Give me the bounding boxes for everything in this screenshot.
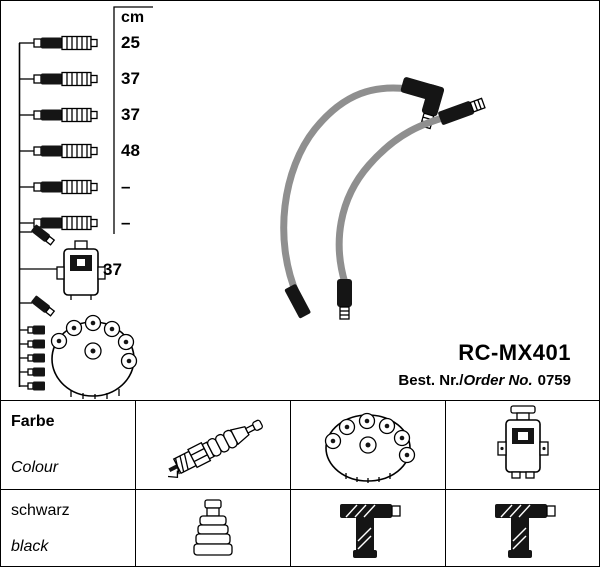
cable-length-4: 48	[121, 141, 140, 160]
ignition-wire-left	[280, 77, 445, 319]
color-value-cell: schwarz black	[1, 489, 135, 566]
distributor-cap-icon	[324, 412, 416, 483]
elbow-lead-bottom	[19, 295, 56, 317]
distributor-stub-2	[19, 339, 45, 349]
spec-table: Farbe Colour	[1, 400, 599, 566]
elbow-boot-cell-1	[290, 489, 445, 566]
order-label-en: Order No.	[463, 372, 533, 389]
cable-row-5	[19, 179, 98, 195]
elbow-boot-icon	[340, 504, 401, 558]
cable-length-schematic	[18, 6, 486, 399]
order-number: 0759	[537, 372, 571, 389]
coil-cable-length: 37	[103, 260, 122, 279]
cable-row-1	[19, 35, 98, 51]
color-label-de: Farbe	[11, 413, 55, 430]
cable-row-3	[19, 107, 98, 123]
spark-plug-cell	[135, 401, 290, 489]
elbow-boot-cell-2	[445, 489, 599, 566]
ignition-wire-right	[335, 97, 486, 320]
straight-boot-wire-right	[438, 97, 486, 125]
color-value-de: schwarz	[11, 502, 70, 519]
ignition-coil-schematic	[19, 240, 106, 300]
cable-row-4	[19, 143, 98, 159]
ignition-coil-cell	[445, 401, 599, 489]
distributor-stub-3	[19, 353, 45, 363]
distributor-stub-5	[19, 381, 45, 391]
product-code: RC-MX401	[458, 340, 571, 365]
order-number-line: Best. Nr./Order No.0759	[398, 372, 571, 389]
cable-row-6	[19, 215, 98, 231]
color-label-en: Colour	[11, 459, 59, 476]
cable-length-5: –	[121, 177, 131, 196]
spark-plug-icon	[167, 419, 263, 479]
distributor-stub-1	[19, 325, 45, 335]
color-label-cell: Farbe Colour	[1, 401, 135, 489]
cm-column-bracket	[113, 6, 153, 234]
cable-length-3: 37	[121, 105, 140, 124]
elbow-lead-top	[19, 224, 56, 246]
plug-boot-cell	[135, 489, 290, 566]
ignition-coil-icon	[496, 405, 549, 479]
plug-boot-icon	[193, 499, 233, 556]
color-value-en: black	[11, 538, 49, 555]
distributor-cap-cell	[290, 401, 445, 489]
cable-length-2: 37	[121, 69, 140, 88]
distributor-stub-4	[19, 367, 45, 377]
cable-length-1: 25	[121, 33, 140, 52]
cable-length-6: –	[121, 213, 131, 232]
elbow-boot-icon	[494, 504, 556, 558]
unit-header: cm	[121, 9, 145, 26]
order-label-de: Best. Nr./	[398, 372, 464, 389]
distributor-cap-schematic	[50, 314, 138, 399]
cable-row-2	[19, 71, 98, 87]
